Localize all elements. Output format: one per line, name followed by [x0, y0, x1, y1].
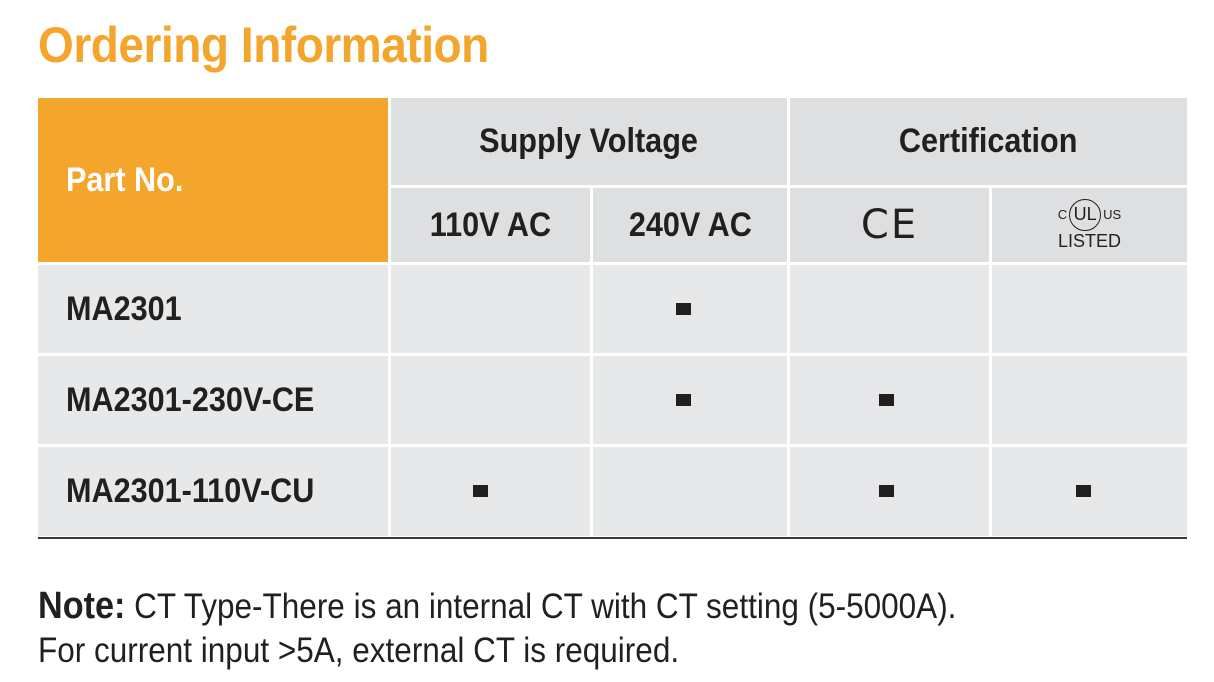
table-cell	[992, 356, 1187, 444]
note: Note: CT Type-There is an internal CT wi…	[38, 584, 956, 673]
table-cell	[391, 447, 590, 536]
ul-us-label: US	[1103, 207, 1122, 222]
availability-mark-v110	[473, 485, 488, 497]
ul-listed-icon: C UL US LISTED	[1057, 198, 1122, 252]
certification-header: Certification	[790, 98, 1187, 185]
table-cell	[790, 265, 989, 353]
supply-voltage-header: Supply Voltage	[391, 98, 787, 185]
col-110v-label: 110V AC	[429, 205, 552, 244]
availability-mark-v240	[676, 303, 691, 315]
table-cell	[593, 447, 787, 536]
note-line-1: CT Type-There is an internal CT with CT …	[134, 587, 957, 626]
table-row-part: MA2301-230V-CE	[38, 356, 388, 444]
col-240v-header: 240V AC	[593, 188, 787, 262]
part-number: MA2301-110V-CU	[66, 472, 315, 510]
part-number: MA2301	[66, 289, 182, 328]
availability-mark-ul	[1076, 485, 1091, 497]
table-cell	[391, 265, 590, 353]
col-240v-label: 240V AC	[628, 205, 752, 244]
table-bottom-rule	[38, 537, 1187, 539]
supply-voltage-label: Supply Voltage	[479, 122, 699, 160]
table-cell	[391, 356, 590, 444]
ul-listed-label: LISTED	[1057, 230, 1121, 251]
ul-circle: UL	[1069, 198, 1102, 231]
ul-c-label: C	[1057, 207, 1068, 222]
part-no-header: Part No.	[38, 98, 388, 262]
ordering-table: Part No. Supply Voltage Certification 11…	[38, 98, 1187, 538]
availability-mark-v240	[676, 394, 691, 406]
col-110v-header: 110V AC	[391, 188, 590, 262]
availability-mark-ce	[879, 394, 894, 406]
note-label: Note:	[38, 585, 126, 627]
availability-mark-ce	[879, 485, 894, 497]
table-row-part: MA2301-110V-CU	[38, 447, 388, 536]
part-number: MA2301-230V-CE	[66, 380, 315, 419]
col-ul-header: C UL US LISTED	[992, 188, 1187, 262]
note-line-2: For current input >5A, external CT is re…	[38, 631, 680, 670]
table-cell	[992, 265, 1187, 353]
certification-label: Certification	[899, 122, 1078, 160]
part-no-header-label: Part No.	[66, 160, 184, 199]
col-ce-header: CE	[790, 188, 989, 262]
ce-mark-icon: CE	[860, 202, 919, 248]
table-row-part: MA2301	[38, 265, 388, 353]
page-title: Ordering Information	[38, 17, 489, 73]
